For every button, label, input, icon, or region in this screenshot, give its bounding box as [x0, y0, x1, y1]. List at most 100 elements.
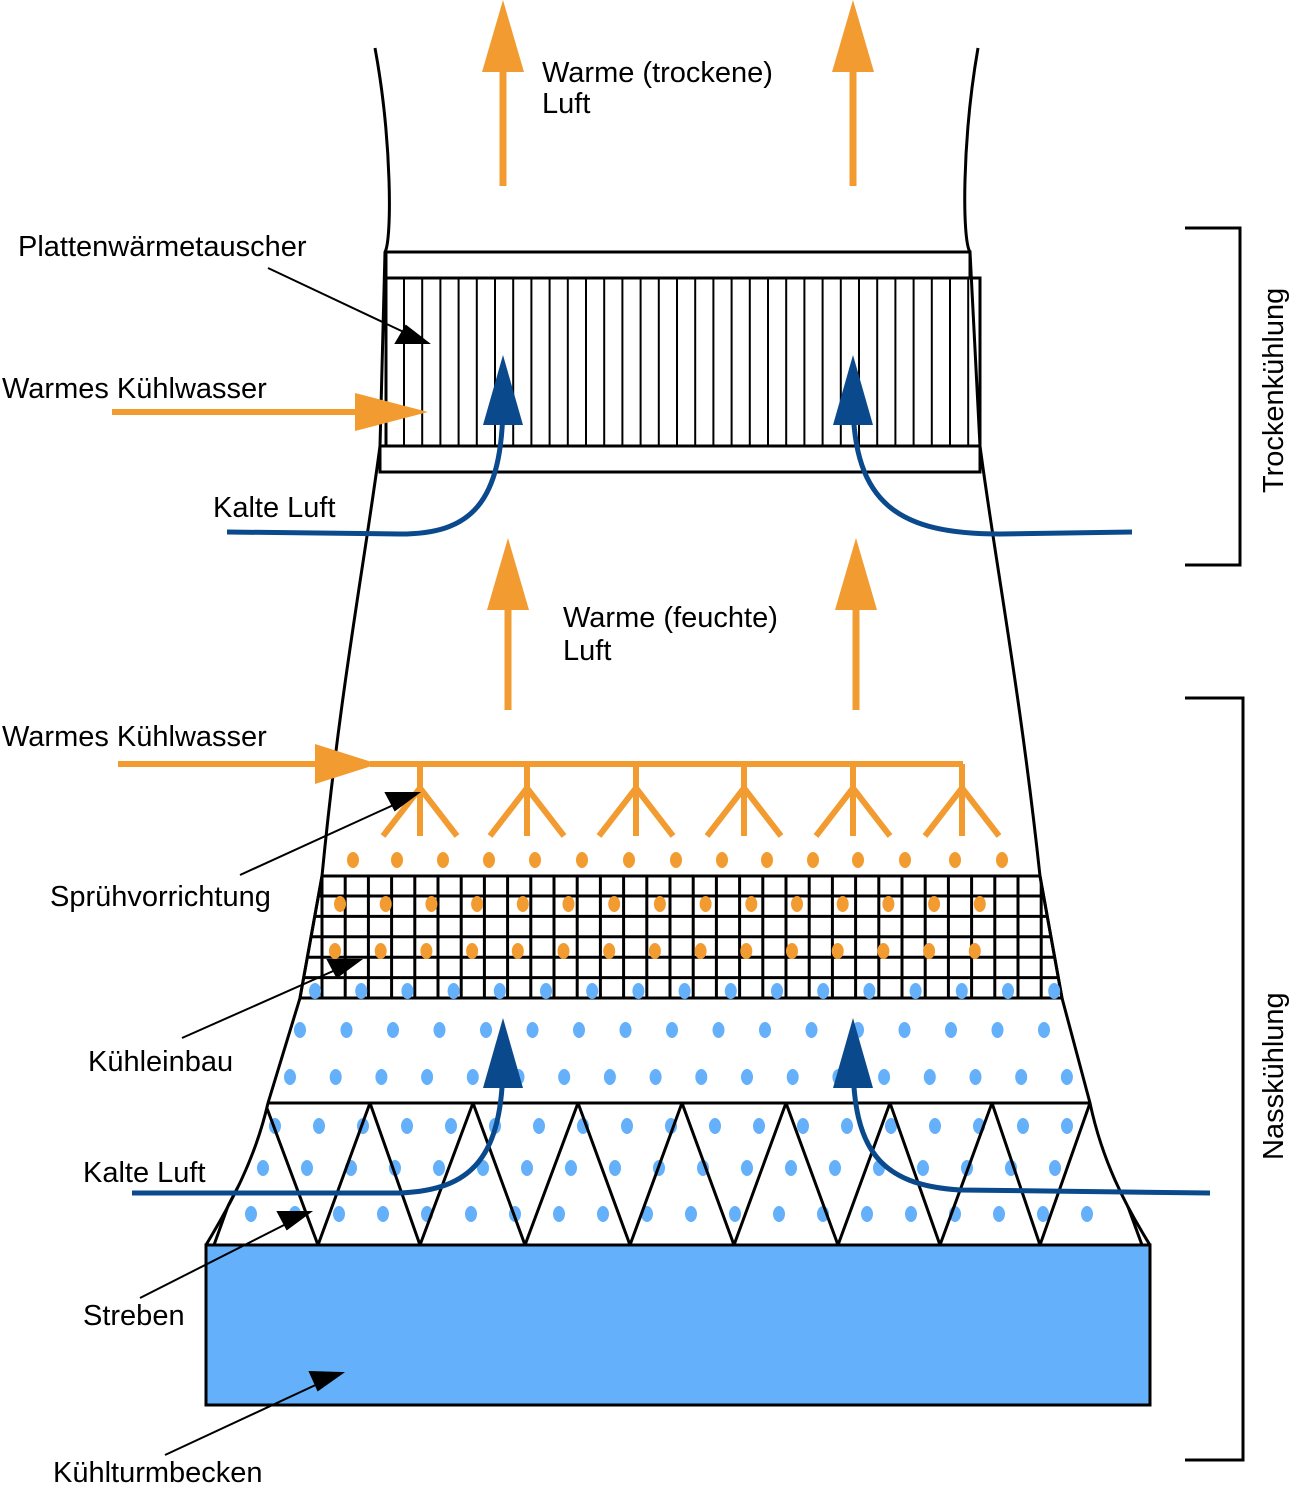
warm-droplet: [603, 943, 616, 959]
cold-droplet: [773, 1206, 785, 1222]
warm-droplet: [996, 852, 1008, 868]
warm-droplet: [334, 896, 346, 912]
warm-water-droplets: [309, 852, 1061, 999]
wet-cooling-bracket: [1185, 696, 1245, 1462]
cold-droplet: [603, 1069, 616, 1085]
cold-droplet: [621, 1118, 633, 1134]
cold-droplet: [333, 1206, 345, 1222]
cold-droplet: [586, 983, 599, 999]
warm-droplet: [511, 943, 524, 959]
cold-droplet: [917, 1160, 929, 1176]
cold-droplet: [619, 1022, 632, 1038]
warm-droplet: [466, 943, 479, 959]
cold-droplet: [309, 983, 321, 999]
warm-air-arrow: [482, 0, 524, 186]
warm-droplet: [471, 896, 484, 912]
cold-droplet: [685, 1206, 697, 1222]
warm-droplet: [877, 943, 890, 959]
warm-humid-air-label-2: Luft: [563, 635, 611, 667]
cold-droplet: [991, 1022, 1004, 1038]
cold-air-bottom-label: Kalte Luft: [83, 1157, 206, 1189]
cold-droplet: [480, 1022, 492, 1038]
cooling-tower-basin: [204, 1243, 1152, 1407]
cold-droplet: [355, 983, 368, 999]
warm-droplet: [420, 943, 433, 959]
cold-droplet: [447, 983, 460, 999]
warm-air-arrow: [835, 538, 877, 710]
cold-droplet: [666, 1022, 678, 1038]
warm-dry-air-label-1: Warme (trockene): [542, 57, 773, 89]
cold-droplet: [1017, 1118, 1029, 1134]
cold-droplet: [284, 1069, 296, 1085]
warm-droplet: [852, 852, 864, 868]
warm-droplet: [836, 896, 849, 912]
cold-droplet: [433, 1160, 445, 1176]
cooling-fill-label: Kühleinbau: [88, 1046, 233, 1078]
warm-droplet: [437, 852, 449, 868]
cold-droplet: [445, 1118, 457, 1134]
warm-cooling-water-bottom-label: Warmes Kühlwasser: [2, 721, 267, 753]
warm-air-arrows: [482, 0, 877, 710]
cold-droplet: [863, 983, 876, 999]
cold-air-flow: [226, 355, 523, 537]
cold-droplet: [929, 1118, 941, 1134]
tower-wall-left: [204, 47, 391, 1246]
cold-droplet: [1060, 1069, 1073, 1085]
cold-droplet: [898, 1022, 911, 1038]
plate-heat-exchanger: [378, 250, 982, 474]
warm-droplet: [557, 943, 570, 959]
dry-cooling-label: Trockenkühlung: [1258, 288, 1290, 493]
cold-droplet: [805, 1022, 818, 1038]
warm-droplet: [653, 896, 666, 912]
cold-droplet: [1048, 983, 1061, 999]
warm-droplet: [576, 852, 588, 868]
warm-droplet: [379, 896, 392, 912]
warm-droplet: [608, 896, 621, 912]
cold-droplet: [786, 1069, 799, 1085]
spray-device: [112, 393, 1002, 838]
cold-droplet: [724, 983, 737, 999]
cold-droplet: [329, 1069, 342, 1085]
warm-dry-air-label-2: Luft: [542, 88, 590, 120]
warm-droplet: [740, 943, 753, 959]
warm-droplet: [516, 896, 529, 912]
warm-cooling-water-top-label: Warmes Kühlwasser: [2, 373, 267, 405]
cold-droplet: [466, 1069, 479, 1085]
warm-air-arrow: [487, 538, 529, 710]
warm-droplet: [745, 896, 758, 912]
cold-droplet: [377, 1206, 389, 1222]
warm-droplet: [562, 896, 575, 912]
cold-droplet: [375, 1069, 388, 1085]
wet-cooling-label: Nasskühlung: [1258, 992, 1290, 1160]
cold-droplet: [829, 1160, 841, 1176]
cold-air-flow: [132, 1018, 523, 1196]
warm-droplet: [761, 852, 773, 868]
cold-droplet: [785, 1160, 797, 1176]
cold-droplet: [695, 1069, 708, 1085]
cold-droplet: [493, 983, 506, 999]
cold-droplet: [421, 1069, 434, 1085]
warm-droplet: [973, 896, 986, 912]
cold-droplet: [313, 1118, 325, 1134]
cold-droplet: [955, 983, 968, 999]
cold-droplet: [678, 983, 691, 999]
cold-air-flows: [132, 355, 1211, 1196]
cold-droplet: [340, 1022, 353, 1038]
warm-droplet: [425, 896, 438, 912]
cold-droplet: [294, 1022, 306, 1038]
cold-droplet: [1015, 1069, 1028, 1085]
cold-droplet: [301, 1160, 313, 1176]
spray-zone-droplets: [284, 1022, 1073, 1085]
cold-droplet: [729, 1206, 741, 1222]
cold-air-flow: [833, 355, 1133, 537]
cold-droplet: [797, 1118, 809, 1134]
warm-droplet: [694, 943, 707, 959]
cold-droplet: [1049, 1160, 1061, 1176]
leader-lines: [139, 267, 431, 1456]
cold-droplet: [741, 1069, 753, 1085]
warm-droplet: [347, 852, 359, 868]
cold-droplet: [945, 1022, 957, 1038]
warm-droplet: [949, 852, 961, 868]
tower-wall-right: [963, 47, 1152, 1246]
